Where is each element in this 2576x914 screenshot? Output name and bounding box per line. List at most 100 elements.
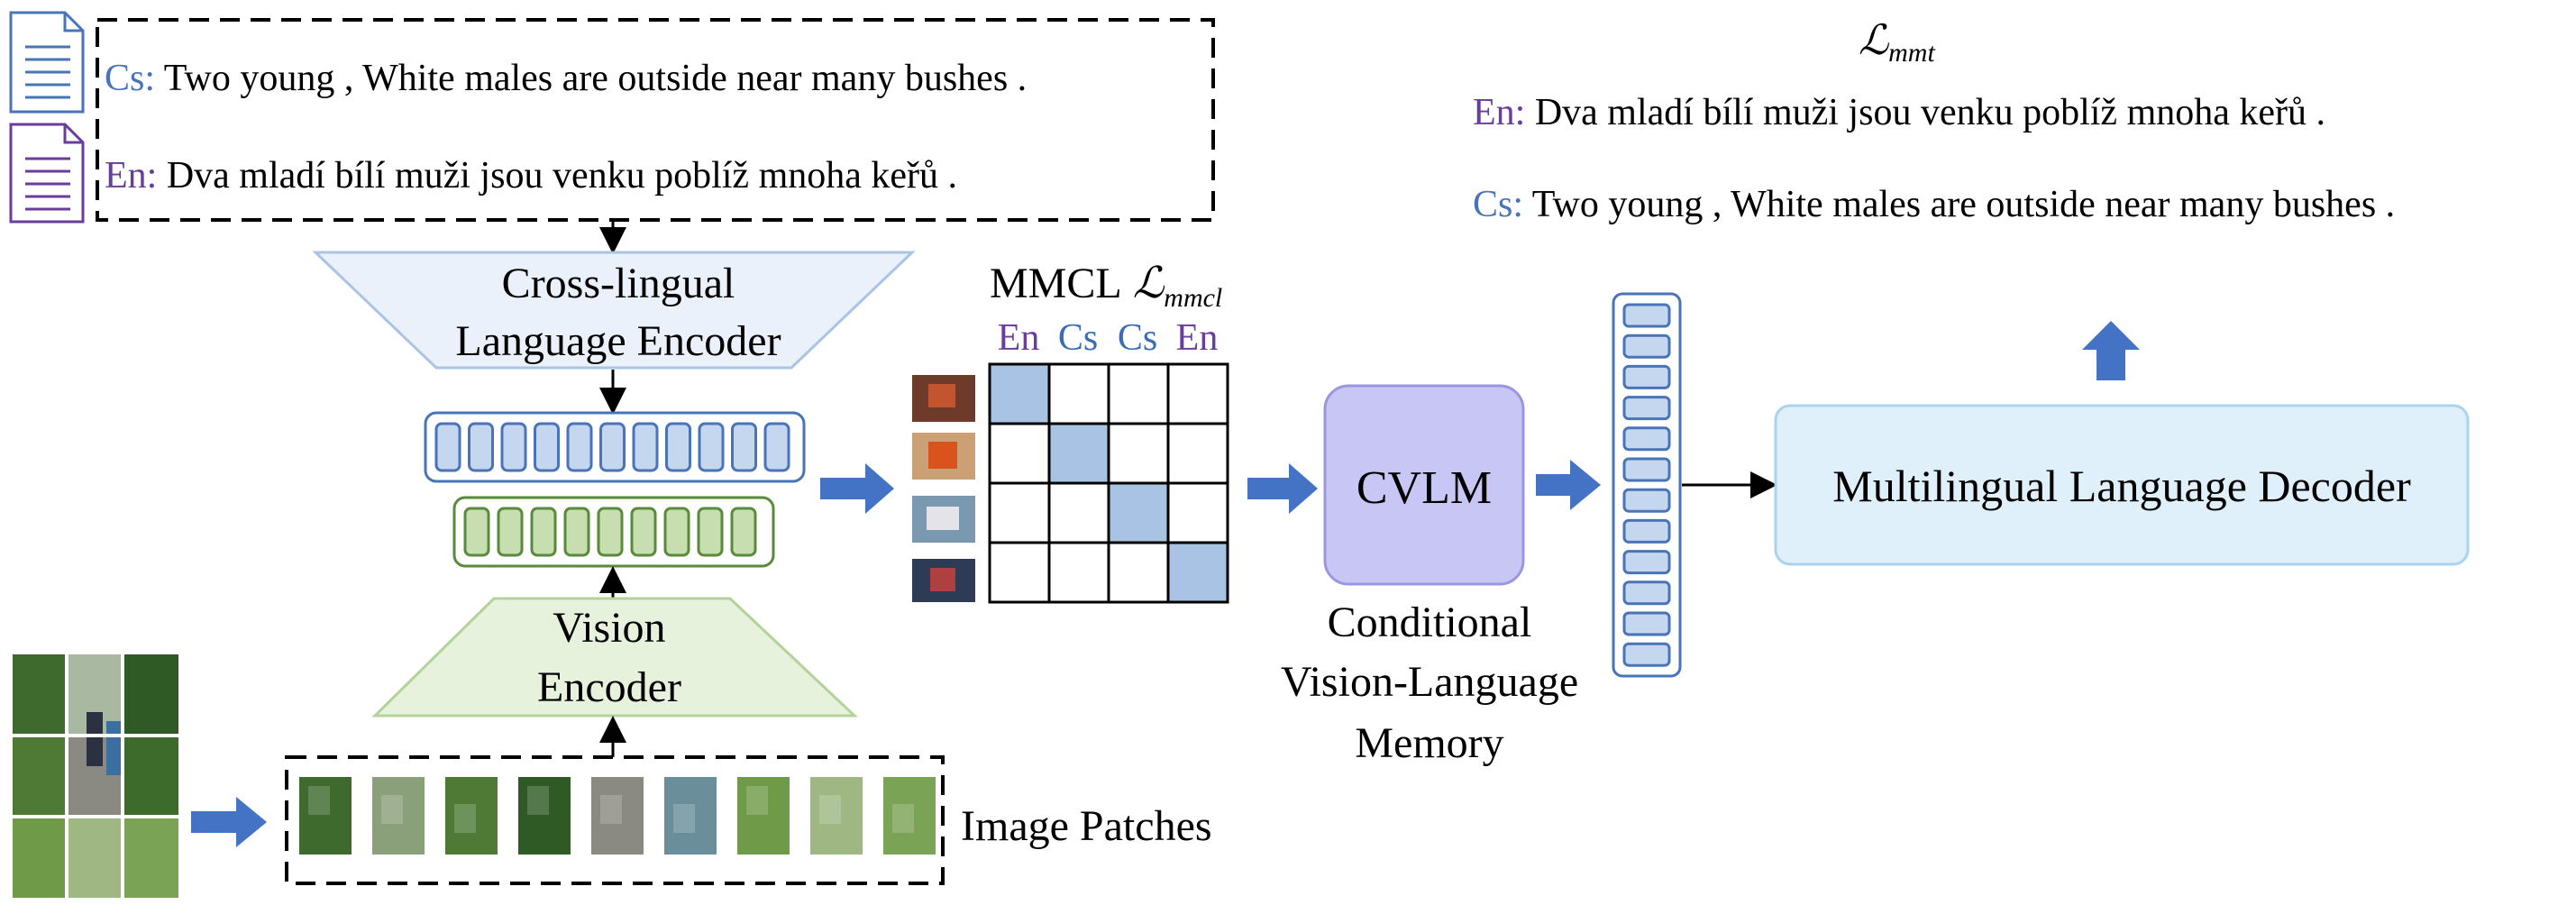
mmcl-matrix-cell [1107, 541, 1170, 604]
mmcl-matrix-cell [1107, 422, 1170, 485]
memory-token [1622, 580, 1671, 606]
image-patches-label: Image Patches [961, 802, 1212, 850]
mmcl-matrix-cell-positive [1166, 541, 1229, 604]
vision-token [697, 507, 724, 557]
memory-token [1622, 488, 1671, 513]
multilingual-decoder-block [1774, 404, 2470, 566]
arrow-decoder-to-output [2082, 321, 2140, 380]
text-token [500, 422, 527, 472]
text-token [763, 422, 790, 472]
memory-token [1622, 611, 1671, 636]
memory-token [1622, 642, 1671, 667]
image-patch [810, 777, 863, 855]
memory-token [1622, 364, 1671, 389]
mmcl-matrix-cell [1166, 422, 1229, 485]
cvlm-label: CVLM [1357, 462, 1492, 514]
cross-lingual-encoder-block [312, 251, 916, 370]
text-token [566, 422, 593, 472]
vision-token [497, 507, 524, 557]
image-patch [737, 777, 790, 855]
image-patch [372, 777, 425, 855]
mmcl-header-label: En [1176, 317, 1219, 359]
image-patch [445, 777, 498, 855]
image-patch [591, 777, 644, 855]
image-patch-detail [673, 804, 695, 833]
encoder-label-line1: Cross-lingual [502, 260, 735, 307]
mmcl-header-label: En [998, 317, 1040, 359]
memory-token [1622, 518, 1671, 544]
vision-encoder-block [371, 597, 858, 717]
mmcl-header-label: Cs [1118, 317, 1157, 359]
image-patch-detail [381, 795, 403, 824]
arrow-image-to-patches [191, 797, 267, 847]
cvlm-block [1323, 384, 1525, 586]
text-token [731, 422, 757, 472]
image-patch-detail [892, 804, 914, 833]
encoder-label-line2: Language Encoder [455, 317, 781, 365]
vision-token [630, 507, 657, 557]
text-token [599, 422, 626, 472]
vision-token [663, 507, 690, 557]
text-token [534, 422, 560, 472]
mmcl-matrix-cell [1047, 481, 1110, 544]
input-text-box [96, 18, 1215, 222]
arrow-tokens-to-matrix [820, 463, 894, 514]
image-patch [518, 777, 571, 855]
image-patch-detail [527, 786, 549, 815]
memory-token-column [1612, 292, 1682, 678]
image-patch-detail [746, 786, 768, 815]
memory-token [1622, 334, 1671, 359]
memory-token [1622, 396, 1671, 421]
text-token [468, 422, 494, 472]
memory-token [1622, 426, 1671, 452]
image-patch [883, 777, 936, 855]
mmcl-matrix-cell [1166, 362, 1229, 425]
image-patch [299, 777, 352, 855]
mmcl-matrix-cell-positive [988, 362, 1051, 425]
vision-token [530, 507, 557, 557]
arrow-cvlm-to-memory [1536, 460, 1601, 510]
mmcl-matrix-cell [988, 481, 1051, 544]
input-cs-sentence: Cs: Two young , White males are outside … [105, 58, 1027, 99]
mmcl-matrix-cell [988, 541, 1051, 604]
image-patch-detail [454, 804, 476, 833]
vision-token [563, 507, 590, 557]
text-token [665, 422, 691, 472]
input-en-sentence: En: Dva mladí bílí muži jsou venku poblí… [105, 155, 957, 197]
mmcl-matrix-cell-positive [1047, 422, 1110, 485]
decoder-label: Multilingual Language Decoder [1832, 461, 2411, 511]
vision-token [730, 507, 757, 557]
mmcl-matrix-cell-positive [1107, 481, 1170, 544]
text-token [632, 422, 659, 472]
image-patches-box [285, 755, 945, 885]
vision-token [597, 507, 624, 557]
image-patch [664, 777, 717, 855]
text-token [698, 422, 725, 472]
source-image-grid [13, 654, 178, 898]
vision-label-line2: Encoder [537, 663, 681, 711]
image-patch-detail [308, 786, 330, 815]
document-icon-cs [9, 11, 85, 114]
mmcl-matrix-cell [1047, 362, 1110, 425]
memory-token [1622, 303, 1671, 328]
mmcl-similarity-matrix [988, 362, 1229, 604]
image-patch-row [299, 777, 936, 855]
vision-token-row [452, 496, 775, 568]
image-patch-detail [600, 795, 622, 824]
output-cs-sentence: Cs: Two young , White males are outside … [1473, 184, 2395, 225]
output-en-sentence: En: Dva mladí bílí muži jsou venku poblí… [1473, 92, 2325, 133]
mmcl-matrix-cell [1047, 541, 1110, 604]
image-patch-detail [819, 795, 841, 824]
vision-token [463, 507, 490, 557]
text-token-row [424, 411, 806, 483]
memory-token [1622, 550, 1671, 575]
mmt-loss-label: ℒmmt [1859, 17, 1935, 68]
mmcl-matrix-cell [1166, 481, 1229, 544]
memory-label-line2: Vision-Language [1281, 658, 1578, 706]
mmcl-thumbnails [912, 375, 975, 602]
memory-label-line3: Memory [1355, 719, 1503, 767]
mmcl-matrix-cell [1107, 362, 1170, 425]
